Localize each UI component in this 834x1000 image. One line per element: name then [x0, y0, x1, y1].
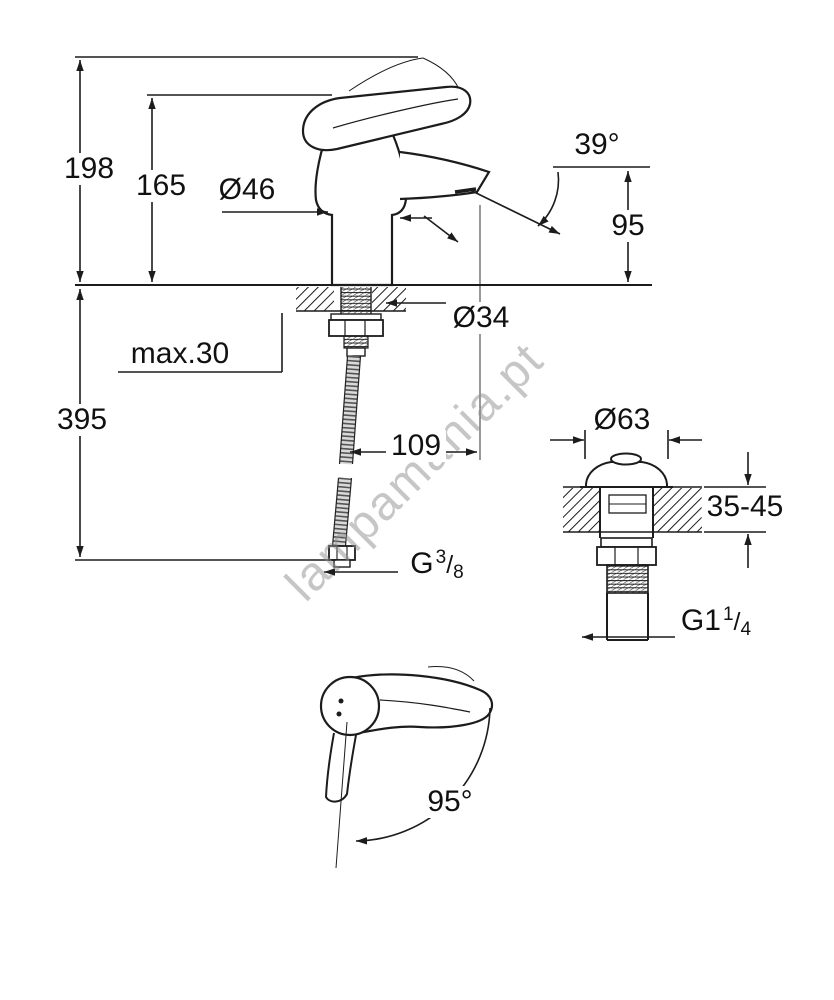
angle-39-arc [537, 171, 560, 227]
lever-raised-position-line [348, 57, 424, 92]
deck-hatch-left [296, 287, 334, 311]
drain-deck-hatch-right [653, 488, 702, 532]
g114-slash: / [733, 608, 741, 636]
mounting-shank [328, 287, 384, 357]
dim-label-3545: 35-45 [701, 491, 789, 523]
hose-braid-lower [332, 477, 352, 547]
drain-cap-knob [610, 452, 642, 466]
drain-flange [600, 537, 653, 548]
spout-outline [399, 150, 491, 201]
side-body-outline [324, 732, 357, 803]
hose-braid-upper [339, 355, 361, 465]
g38-denominator: 8 [453, 562, 464, 583]
handle-side-view [319, 666, 494, 869]
shank-threads-upper [341, 287, 371, 314]
rotation-axis-line [335, 721, 348, 869]
faucet-body-outline [314, 131, 408, 287]
drain-assembly [563, 452, 702, 641]
spout-direction-arrow [469, 189, 561, 235]
supply-hose [328, 355, 362, 568]
pivot-dot-upper [338, 698, 344, 704]
g38-slash: / [446, 551, 454, 579]
g38-prefix: G [410, 547, 434, 580]
side-lever-inner-line [379, 699, 471, 713]
dim-label-dia63: Ø63 [588, 404, 656, 436]
dim-label-dia34: Ø34 [447, 302, 515, 334]
dim-label-165: 165 [130, 170, 192, 202]
flow-direction-arrow [423, 215, 459, 243]
deck-hatch-right [372, 287, 406, 311]
shank-threads-lower [343, 335, 369, 349]
dim-label-198: 198 [58, 153, 120, 185]
lever-outline [301, 85, 472, 152]
dim-label-95deg: 95° [422, 786, 478, 818]
dim-label-95: 95 [606, 210, 650, 242]
g114-denominator: 4 [740, 619, 752, 640]
drain-nut [596, 546, 657, 566]
lever-raised-tip-line [422, 57, 460, 90]
dim-label-109: 109 [385, 430, 447, 462]
side-pivot-circle [319, 675, 381, 737]
g38-numerator: 3 [435, 547, 447, 568]
mounting-nut [328, 319, 384, 337]
drain-tail-threads [606, 564, 649, 594]
hose-end-tip [333, 559, 351, 568]
dim-label-395: 395 [51, 404, 113, 436]
dim-label-max30: max.30 [130, 337, 230, 370]
drain-cap-dome [585, 461, 668, 488]
lever-inner-line [332, 98, 459, 129]
faucet-front-view [301, 57, 491, 287]
pivot-dot-lower [336, 711, 342, 717]
spout-outlet [454, 187, 477, 194]
g114-numerator: 1 [722, 604, 734, 625]
side-lever-alt-position [427, 666, 475, 682]
dim-label-39deg: 39° [574, 128, 620, 161]
g114-prefix: G1 [680, 604, 721, 637]
hose-connector [346, 347, 366, 357]
dim-label-dia46: Ø46 [213, 174, 281, 206]
drain-deck-hatch-left [563, 488, 600, 532]
